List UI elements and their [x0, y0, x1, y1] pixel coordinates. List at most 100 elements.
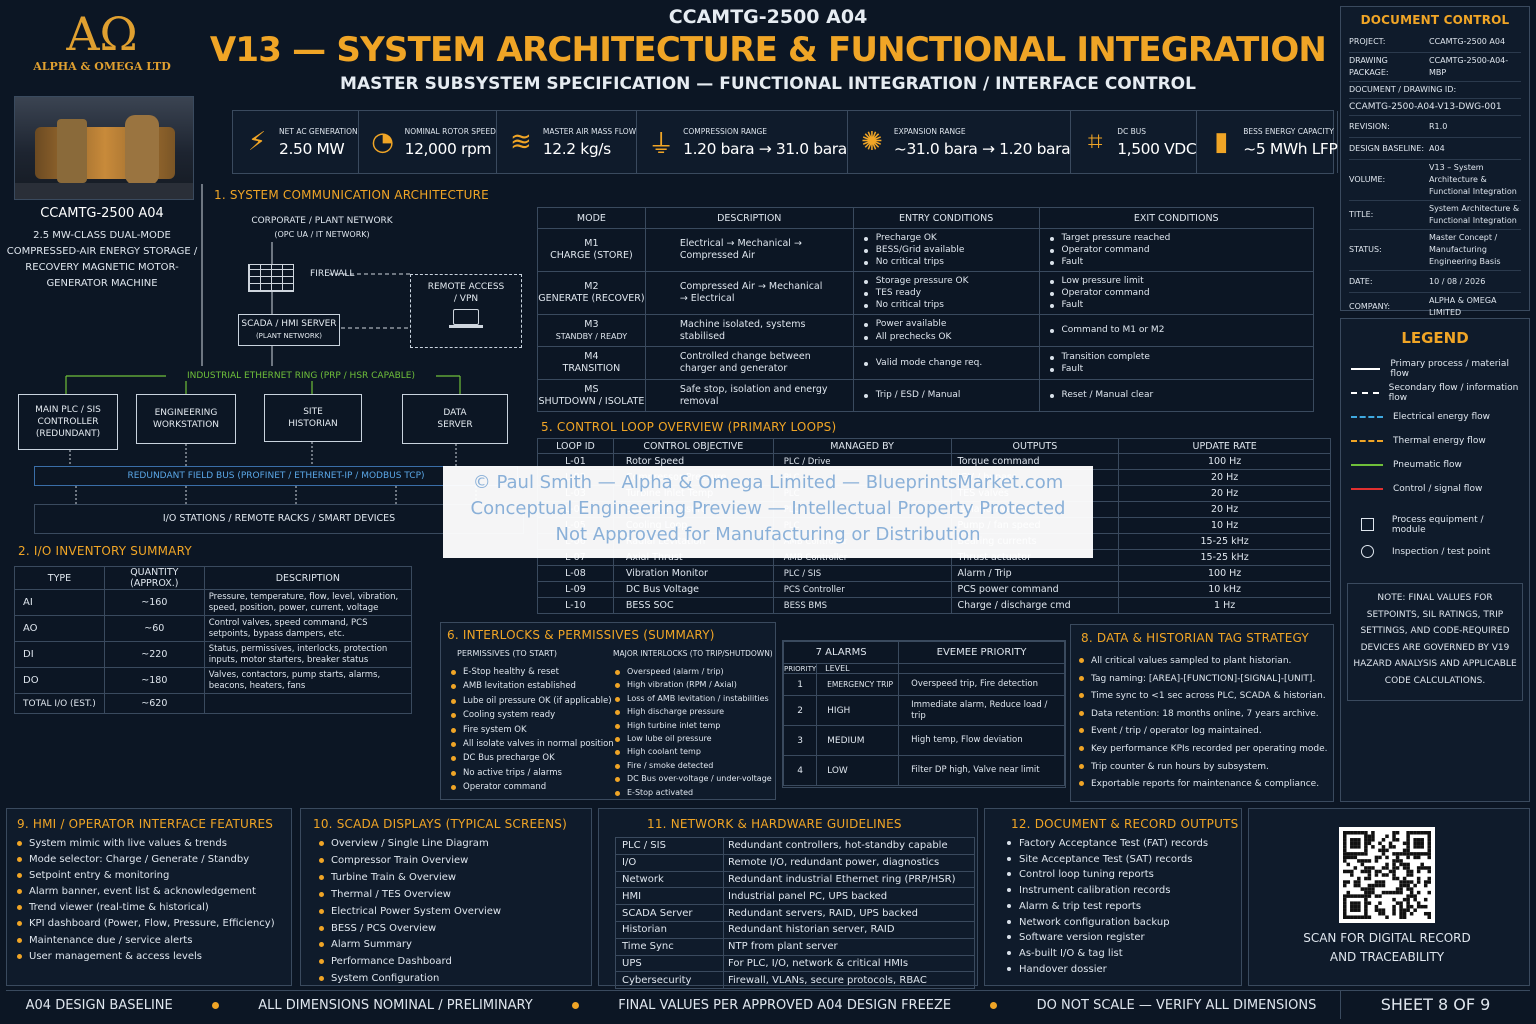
alarm-priority: 4: [782, 755, 818, 786]
interlocks-header: MAJOR INTERLOCKS (TO TRIP/SHUTDOWN): [613, 649, 773, 658]
kpi-4: ✺EXPANSION RANGE~31.0 bara → 1.20 bara: [848, 111, 1072, 173]
remote-access-vpn[interactable]: REMOTE ACCESS / VPN: [410, 274, 522, 348]
bullet-icon: [990, 1001, 998, 1009]
alarm-level: MEDIUM: [816, 725, 900, 756]
modes-header: ENTRY CONDITIONS: [852, 207, 1040, 229]
mode-condition: No critical trips: [862, 299, 1039, 311]
kpi-label: COMPRESSION RANGE: [683, 126, 768, 136]
sec12-item: Network configuration backup: [1005, 915, 1208, 931]
mode-exit: Reset / Manual clear: [1038, 379, 1314, 412]
legend-line-icon: [1351, 440, 1383, 442]
priority-col: PRIORITY: [782, 663, 818, 674]
legend-line-icon: [1351, 392, 1379, 394]
permissive-item: Cooling system ready: [449, 708, 614, 722]
mode-condition: Transition complete: [1048, 351, 1314, 363]
main-plc-sis-controller[interactable]: MAIN PLC / SIS CONTROLLER(REDUNDANT): [18, 394, 118, 450]
doc-value: A04: [1429, 143, 1445, 153]
kpi-label: EXPANSION RANGE: [893, 126, 966, 136]
alarm-level: EMERGENCY TRIP: [816, 673, 900, 696]
legend-title: LEGEND: [1401, 329, 1469, 347]
legend-item: Electrical energy flow: [1351, 405, 1519, 429]
mode-description: Controlled change between charger and ge…: [644, 346, 854, 380]
io-type: DI: [14, 641, 105, 668]
sec8-item: Data retention: 18 months online, 7 year…: [1077, 706, 1328, 724]
section-6-interlocks: 6. INTERLOCKS & PERMISSIVES (SUMMARY) PE…: [440, 622, 776, 800]
permissive-item: AMB levitation established: [449, 679, 614, 693]
bullet-icon: [571, 1001, 579, 1009]
mode-exit: Command to M1 or M2: [1038, 314, 1314, 347]
network-value: NTP from plant server: [723, 937, 975, 956]
permissive-item: No active trips / alarms: [449, 766, 614, 780]
doc-key: DATE:: [1349, 276, 1373, 286]
bullet-icon: [212, 1001, 219, 1009]
io-quantity: ~220: [103, 641, 205, 668]
section-1-title: 1. SYSTEM COMMUNICATION ARCHITECTURE: [214, 188, 489, 202]
interlock-item: E-Stop activated: [613, 786, 772, 799]
engineering-workstation[interactable]: ENGINEERING WORKSTATION: [136, 394, 236, 444]
doc-control-row: CCAMTG-2500-A04-V13-DWG-001: [1349, 99, 1521, 116]
mode-entry: Valid mode change req.: [852, 346, 1040, 380]
kpi-label: NOMINAL ROTOR SPEED: [404, 126, 496, 136]
compressor-icon: ⏚: [648, 129, 675, 160]
io-description: Pressure, temperature, flow, level, vibr…: [203, 589, 413, 616]
footer-item: ALL DIMENSIONS NOMINAL / PRELIMINARY: [258, 997, 533, 1013]
doc-id-value: CCAMTG-2500-A04-V13-DWG-001: [1349, 102, 1502, 112]
doc-key: VOLUME:: [1349, 175, 1386, 184]
io-description: Status, permissives, interlocks, protect…: [203, 641, 413, 668]
battery-icon: ▮: [1214, 127, 1229, 157]
sec12-item: Site Acceptance Test (SAT) records: [1005, 852, 1208, 868]
mode-condition: Reset / Manual clear: [1048, 389, 1314, 401]
mode-condition: Storage pressure OK: [862, 275, 1039, 287]
site-historian[interactable]: SITE HISTORIAN: [264, 394, 362, 442]
sec10-item: Thermal / TES Overview: [317, 887, 501, 904]
legend-item: Secondary flow / information flow: [1351, 381, 1519, 405]
airflow-icon: ≋: [509, 127, 532, 157]
sec9-item: KPI dashboard (Power, Flow, Pressure, Ef…: [15, 916, 275, 932]
qr-code[interactable]: [1339, 827, 1435, 923]
scada-hmi-server[interactable]: SCADA / HMI SERVER(PLANT NETWORK): [238, 314, 340, 346]
io-description: Valves, contactors, pump starts, alarms,…: [203, 667, 413, 694]
loop-id: L-09: [537, 581, 614, 598]
mode-description: Electrical → Mechanical → Compressed Air: [644, 228, 854, 272]
square-symbol-icon: [1361, 518, 1374, 531]
network-key: I/O: [615, 853, 724, 872]
section-9-title: 9. HMI / OPERATOR INTERFACE FEATURES: [17, 817, 274, 831]
loop-managed-by: PCS Controller: [772, 581, 952, 598]
io-type: AO: [14, 615, 105, 642]
qr-caption: SCAN FOR DIGITAL RECORD AND TRACEABILITY: [1303, 931, 1471, 964]
mode-condition: BESS/Grid available: [862, 244, 1039, 256]
mode-condition: No critical trips: [862, 256, 1039, 268]
doc-value: ALPHA & OMEGA LIMITED: [1429, 296, 1497, 317]
sec10-item: BESS / PCS Overview: [317, 921, 501, 938]
interlock-item: Low lube oil pressure: [613, 732, 772, 745]
legend-note: NOTE: FINAL VALUES FOR SETPOINTS, SIL RA…: [1347, 583, 1523, 701]
section-12-records: 12. DOCUMENT & RECORD OUTPUTS Factory Ac…: [984, 808, 1242, 986]
example-col: [898, 663, 1065, 674]
io-quantity: ~620: [103, 693, 205, 714]
sec12-item: Alarm & trip test reports: [1005, 899, 1208, 915]
permissive-item: Fire system OK: [449, 723, 614, 737]
io-type: TOTAL I/O (EST.): [14, 693, 105, 714]
data-server[interactable]: DATA SERVER: [402, 394, 508, 444]
kpi-label: MASTER AIR MASS FLOW: [542, 126, 637, 136]
legend-symbol: Process equipment / module: [1361, 511, 1519, 538]
loop-rate: 15-25 kHz: [1118, 549, 1331, 566]
mode-entry: Trip / ESD / Manual: [852, 379, 1040, 412]
page-title: V13 — SYSTEM ARCHITECTURE & FUNCTIONAL I…: [209, 30, 1327, 70]
network-key: Network: [615, 870, 724, 889]
machine-photo: [14, 96, 194, 200]
